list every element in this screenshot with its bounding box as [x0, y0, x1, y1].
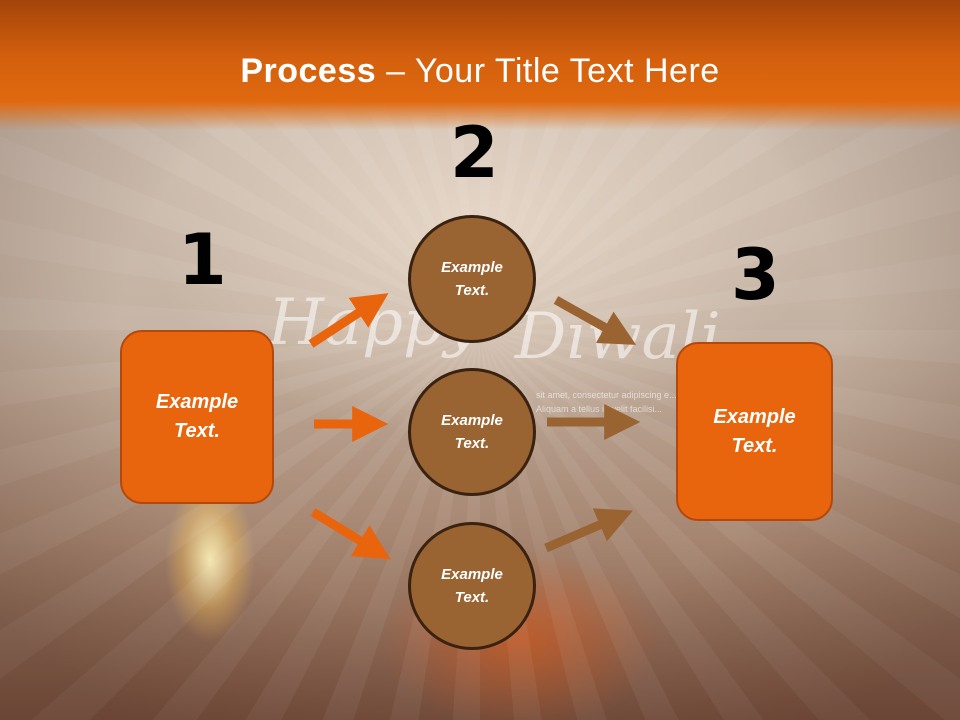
arrow-to-step2-top: [308, 293, 389, 348]
step2-circle-middle-label: Example Text.: [441, 412, 503, 452]
step1-box[interactable]: Example Text.: [120, 330, 274, 504]
step3-box[interactable]: Example Text.: [676, 342, 833, 521]
step1-box-label: Example Text.: [155, 391, 239, 442]
arrow-to-step2-bottom: [310, 508, 391, 560]
title-bar: [0, 0, 960, 130]
step3-box-label: Example Text.: [713, 405, 796, 457]
step-number-1: 1: [178, 219, 227, 301]
slide-title[interactable]: Process – Your Title Text Here: [0, 52, 960, 91]
step-number-3: 3: [731, 234, 780, 316]
step-number-2: 2: [450, 112, 499, 194]
step2-circle-top-label: Example Text.: [441, 259, 503, 299]
step2-circle-middle[interactable]: Example Text.: [408, 368, 536, 496]
slide-title-rest: – Your Title Text Here: [376, 52, 720, 90]
step2-circle-bottom-label: Example Text.: [441, 566, 503, 606]
step2-circle-bottom[interactable]: Example Text.: [408, 522, 536, 650]
arrow-from-step2-top: [553, 296, 637, 345]
slide-title-bold: Process: [240, 52, 377, 90]
background-fine-print: sit amet, consectetur adipiscing e... Al…: [536, 390, 677, 414]
arrow-from-step2-bottom: [544, 508, 633, 553]
step2-circle-top[interactable]: Example Text.: [408, 215, 536, 343]
